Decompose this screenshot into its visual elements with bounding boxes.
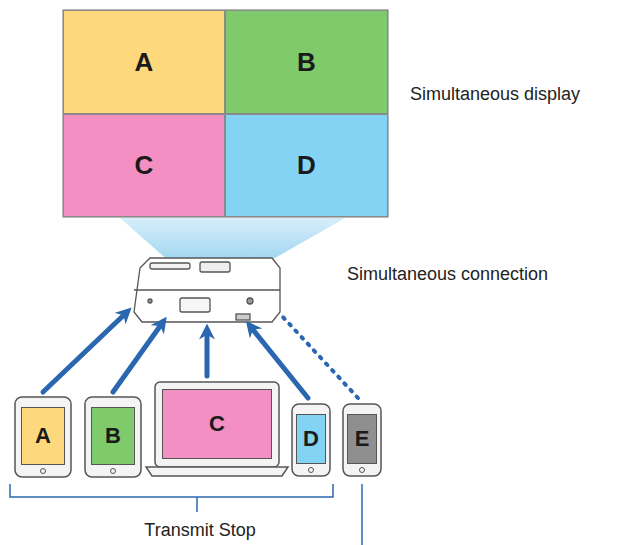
node-letter: B bbox=[297, 47, 316, 78]
node-letter: C bbox=[135, 150, 154, 181]
node-letter: C bbox=[209, 411, 225, 437]
projector-caption: Simultaneous connection bbox=[347, 264, 548, 285]
node-letter: A bbox=[35, 423, 51, 449]
screen-quadrant: B bbox=[225, 10, 388, 114]
connection-arrows bbox=[43, 312, 358, 398]
screen-frame bbox=[63, 10, 388, 217]
screen-caption: Simultaneous display bbox=[410, 84, 580, 105]
tablet-b bbox=[85, 397, 141, 477]
node-letter: B bbox=[105, 423, 121, 449]
light-beam bbox=[120, 218, 345, 262]
screen-quadrant: A bbox=[63, 10, 225, 114]
projector bbox=[134, 258, 280, 322]
device-screen: D bbox=[296, 414, 326, 464]
bracket-caption: Transmit Stop bbox=[141, 520, 258, 541]
screen-quadrant: C bbox=[63, 114, 225, 217]
laptop-c bbox=[146, 382, 288, 476]
device-screen: C bbox=[162, 389, 272, 459]
device-screen: A bbox=[21, 407, 65, 465]
bracket bbox=[10, 484, 362, 545]
node-letter: A bbox=[135, 47, 154, 78]
node-letter: D bbox=[303, 426, 319, 452]
node-letter: E bbox=[355, 426, 370, 452]
device-screen: B bbox=[91, 407, 135, 465]
phone-d bbox=[292, 404, 330, 476]
tablet-a bbox=[15, 397, 71, 477]
phone-e bbox=[343, 404, 381, 476]
screen-quadrant: D bbox=[225, 114, 388, 217]
node-letter: D bbox=[297, 150, 316, 181]
device-screen: E bbox=[347, 414, 377, 464]
